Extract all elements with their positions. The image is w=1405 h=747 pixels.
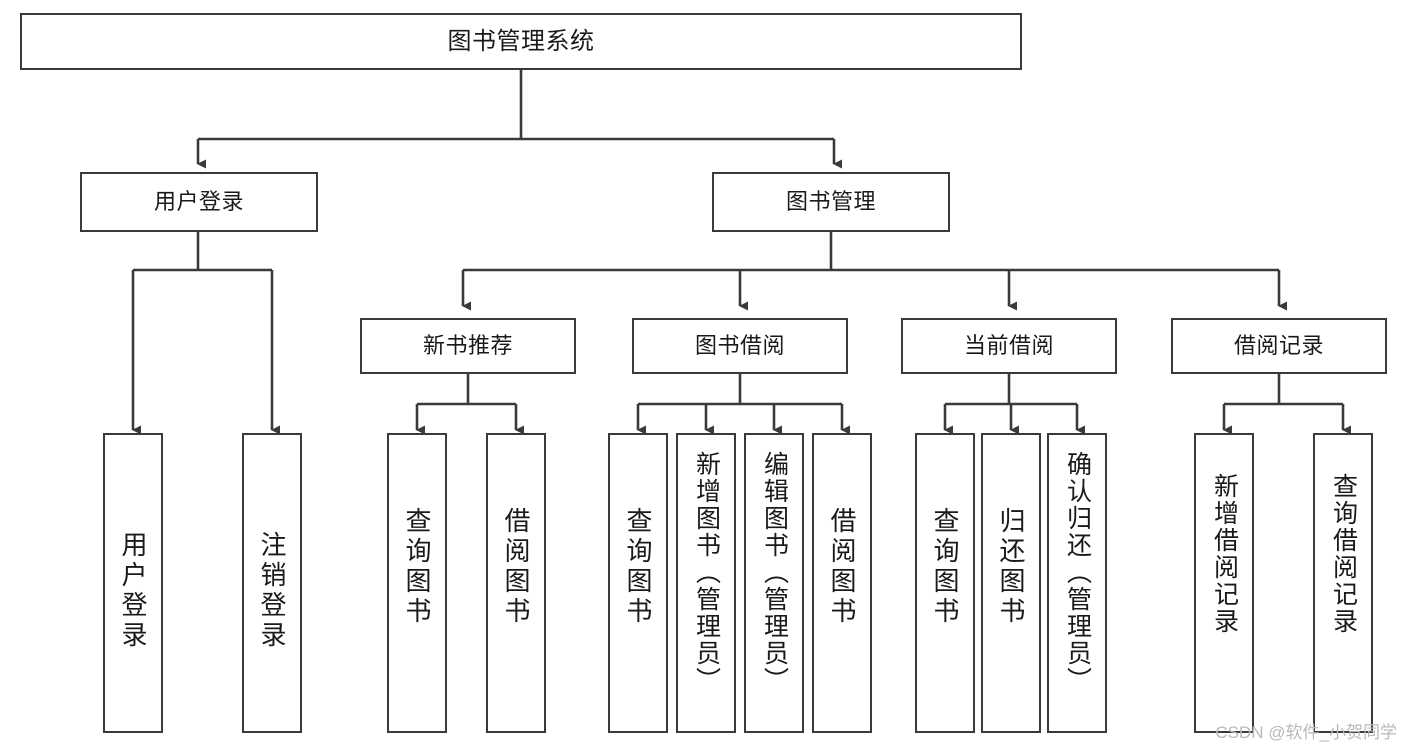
node-leaf-return-book[interactable]: 归还图书 [981,433,1041,733]
node-new-book-rec[interactable]: 新书推荐 [360,318,576,374]
node-borrow-record[interactable]: 借阅记录 [1171,318,1387,374]
node-leaf-borrow-book-1[interactable]: 借阅图书 [486,433,546,733]
node-user-login[interactable]: 用户登录 [80,172,318,232]
node-borrow-record-label: 借阅记录 [1233,333,1324,359]
node-leaf-query-record[interactable]: 查询借阅记录 [1313,433,1373,733]
node-book-manage[interactable]: 图书管理 [712,172,950,232]
node-leaf-add-book-label: 新增图书（管理员） [692,451,721,694]
node-leaf-edit-book-label: 编辑图书（管理员） [760,451,789,694]
node-leaf-query-book-1[interactable]: 查询图书 [387,433,447,733]
csdn-watermark: CSDN @软件_小贺同学 [1215,723,1397,742]
node-leaf-user-login[interactable]: 用户登录 [103,433,163,733]
node-root-label: 图书管理系统 [447,27,595,55]
node-leaf-add-record-label: 新增借阅记录 [1210,473,1239,635]
node-leaf-borrow-book-2-label: 借阅图书 [827,507,857,627]
node-book-manage-label: 图书管理 [785,189,876,215]
node-book-borrow[interactable]: 图书借阅 [632,318,848,374]
node-leaf-query-record-label: 查询借阅记录 [1329,473,1358,635]
node-leaf-confirm-return[interactable]: 确认归还（管理员） [1047,433,1107,733]
node-leaf-query-book-3-label: 查询图书 [930,507,960,627]
node-leaf-borrow-book-1-label: 借阅图书 [501,507,531,627]
node-current-borrow-label: 当前借阅 [963,333,1054,359]
node-user-login-label: 用户登录 [153,189,244,215]
node-leaf-user-login-label: 用户登录 [118,531,148,651]
node-book-borrow-label: 图书借阅 [694,333,785,359]
node-leaf-edit-book[interactable]: 编辑图书（管理员） [744,433,804,733]
node-leaf-query-book-2[interactable]: 查询图书 [608,433,668,733]
node-leaf-query-book-2-label: 查询图书 [623,507,653,627]
node-leaf-logout[interactable]: 注销登录 [242,433,302,733]
node-leaf-confirm-return-label: 确认归还（管理员） [1063,451,1092,694]
node-leaf-logout-label: 注销登录 [257,531,287,651]
node-current-borrow[interactable]: 当前借阅 [901,318,1117,374]
node-root[interactable]: 图书管理系统 [20,13,1022,70]
node-leaf-return-book-label: 归还图书 [996,507,1026,627]
node-leaf-query-book-1-label: 查询图书 [402,507,432,627]
node-leaf-query-book-3[interactable]: 查询图书 [915,433,975,733]
node-leaf-add-record[interactable]: 新增借阅记录 [1194,433,1254,733]
node-new-book-rec-label: 新书推荐 [422,333,513,359]
node-leaf-borrow-book-2[interactable]: 借阅图书 [812,433,872,733]
node-leaf-add-book[interactable]: 新增图书（管理员） [676,433,736,733]
